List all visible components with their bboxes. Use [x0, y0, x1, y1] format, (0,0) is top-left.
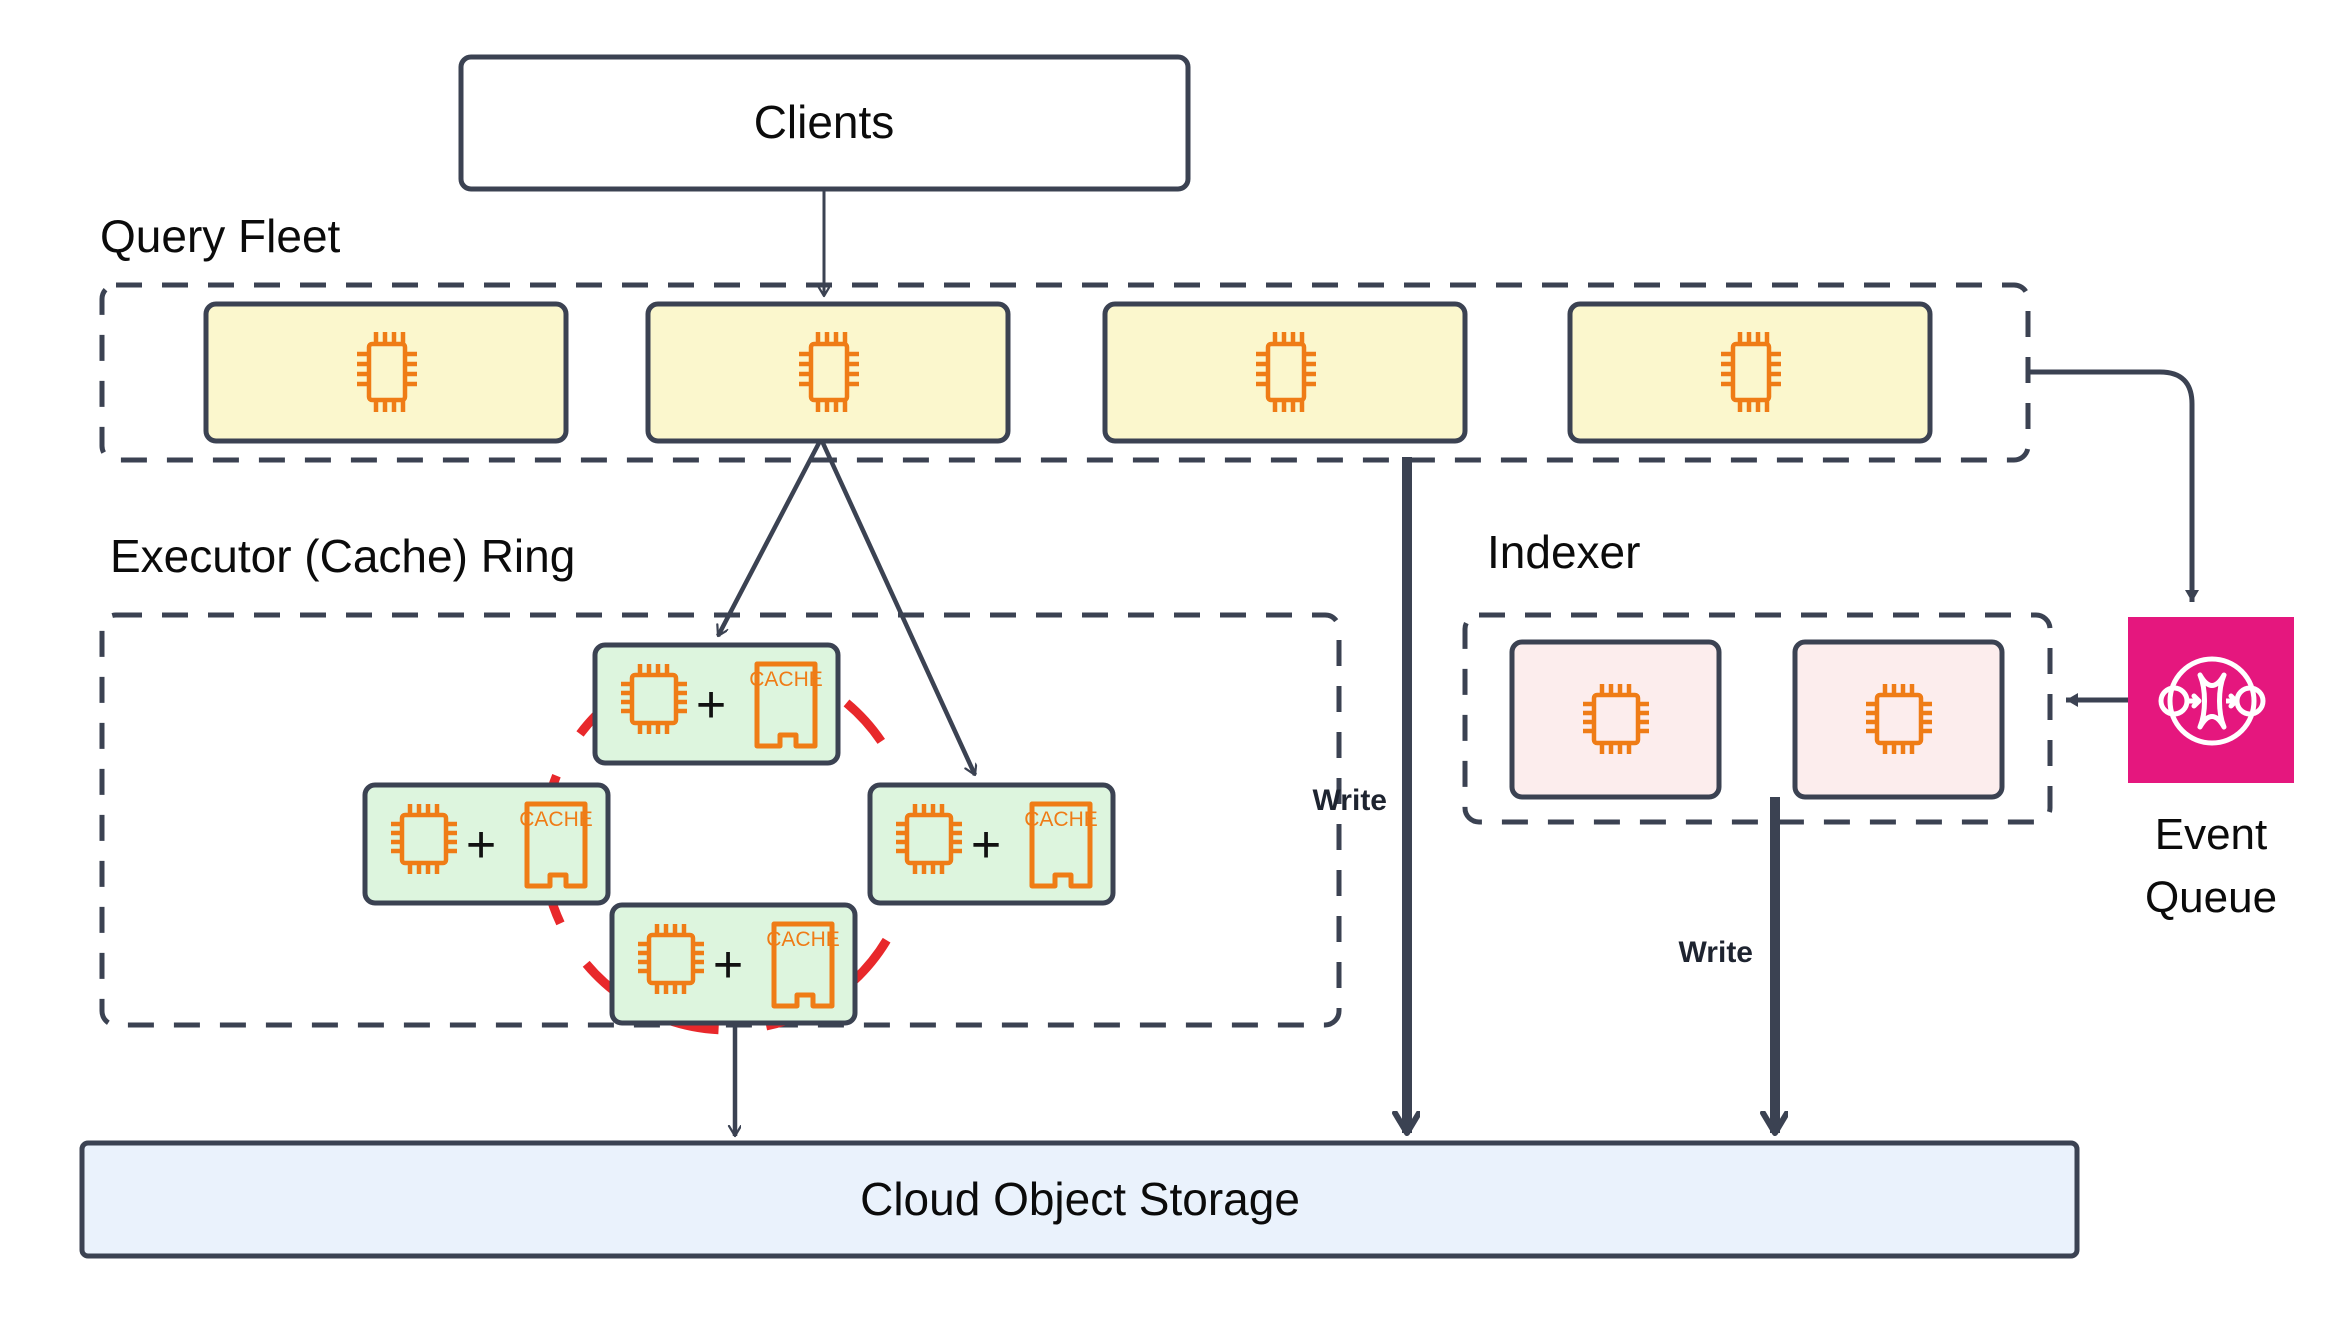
cache-icon-label: CACHE	[766, 928, 840, 951]
indexer-container	[1462, 612, 2053, 825]
cache-icon: CACHE	[766, 924, 840, 1006]
edges-layer	[716, 189, 2199, 1136]
cache-icon: CACHE	[749, 664, 823, 746]
executor-ring-container	[99, 612, 1342, 1028]
cloud-object-storage-node[interactable]: Cloud Object Storage	[79, 1140, 2080, 1259]
plus-operator: +	[466, 816, 496, 874]
cache-icon-label: CACHE	[1024, 808, 1098, 831]
plus-operator: +	[696, 676, 726, 734]
plus-operator: +	[713, 936, 743, 994]
event-queue-node[interactable]: Event Queue	[2128, 617, 2294, 922]
query-fleet-group: Query Fleet	[99, 210, 2031, 463]
executor-ring-label: Executor (Cache) Ring	[110, 530, 575, 582]
write-label-indexer: Write	[1679, 936, 1753, 969]
indexer-group: Indexer	[1462, 526, 2053, 825]
query-fleet-node-1[interactable]	[203, 301, 569, 444]
cache-icon: CACHE	[1024, 804, 1098, 886]
executor-node-left[interactable]: + CACHE	[362, 782, 611, 906]
clients-node[interactable]: Clients	[458, 54, 1191, 192]
query-fleet-node-4[interactable]	[1567, 301, 1933, 444]
query-fleet-node-2[interactable]	[645, 301, 1011, 444]
cloud-object-storage-label: Cloud Object Storage	[860, 1173, 1300, 1225]
indexer-node-2[interactable]	[1792, 639, 2005, 800]
edge-queryfleet-to-ring-right	[819, 440, 975, 775]
write-label-query-fleet: Write	[1313, 784, 1387, 817]
clients-label: Clients	[754, 96, 895, 148]
event-queue-label-line1: Event	[2155, 810, 2268, 859]
plus-operator: +	[971, 816, 1001, 874]
cache-icon-label: CACHE	[519, 808, 593, 831]
cache-icon: CACHE	[519, 804, 593, 886]
executor-node-top[interactable]: + CACHE	[592, 642, 841, 766]
indexer-node-1[interactable]	[1509, 639, 1722, 800]
query-fleet-label: Query Fleet	[100, 210, 341, 262]
cache-icon-label: CACHE	[749, 668, 823, 691]
executor-node-bottom[interactable]: + CACHE	[609, 902, 858, 1026]
executor-ring-group: Executor (Cache) Ring + CACHE	[99, 530, 1342, 1035]
query-fleet-node-3[interactable]	[1102, 301, 1468, 444]
event-queue-label-line2: Queue	[2145, 873, 2277, 922]
edge-queryfleet-to-ring-top	[716, 439, 822, 636]
edge-queryfleet-to-eventqueue	[2028, 369, 2199, 602]
indexer-label: Indexer	[1487, 526, 1640, 578]
executor-node-right[interactable]: + CACHE	[867, 782, 1116, 906]
